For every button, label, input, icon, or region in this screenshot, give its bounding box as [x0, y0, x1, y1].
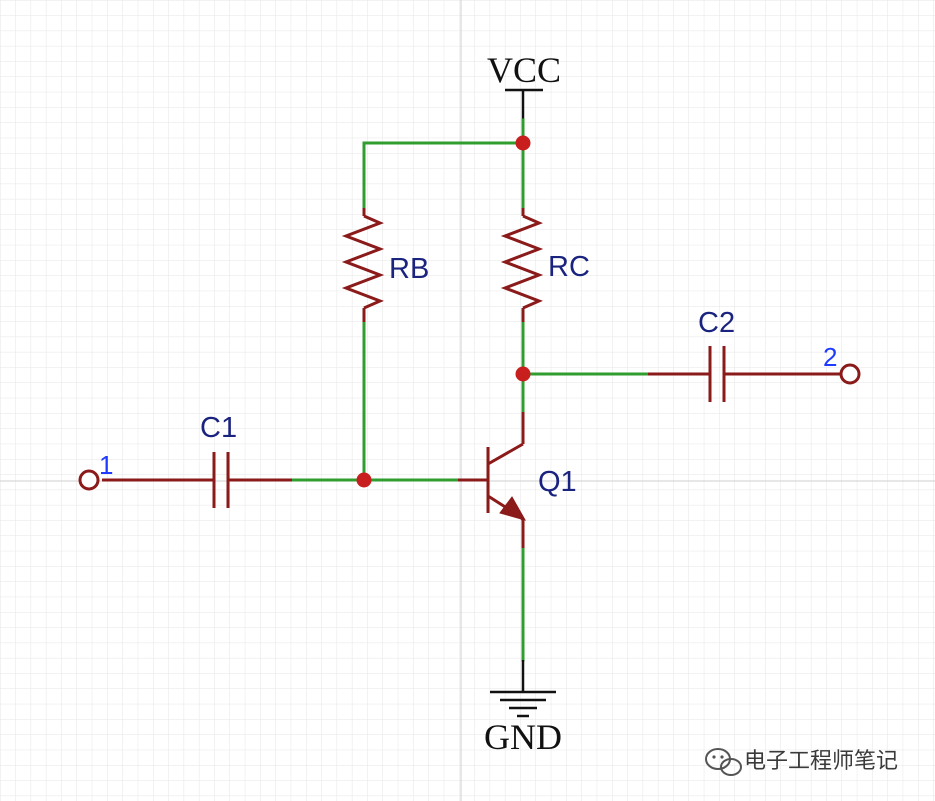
capacitor-c1[interactable]: C1	[102, 412, 292, 508]
watermark-text: 电子工程师笔记	[744, 749, 898, 774]
output-port[interactable]: 2	[823, 342, 861, 385]
wires	[290, 118, 650, 662]
c2-label: C2	[698, 307, 735, 339]
vcc-label: VCC	[487, 50, 561, 90]
junctions	[356, 135, 531, 488]
resistor-rb[interactable]: RB	[341, 208, 429, 322]
rc-label: RC	[548, 251, 590, 283]
vcc-power-port[interactable]: VCC	[487, 50, 561, 120]
rb-label: RB	[389, 253, 429, 285]
input-port-label: 1	[99, 450, 113, 480]
input-port-icon	[78, 469, 100, 491]
wechat-icon	[705, 748, 742, 776]
junction-base	[356, 472, 372, 488]
output-port-icon	[839, 363, 861, 385]
transistor-q1[interactable]: Q1	[458, 412, 577, 548]
junction-collector	[515, 366, 531, 382]
capacitor-c2[interactable]: C2	[648, 307, 840, 402]
resistor-rc[interactable]: RC	[500, 208, 590, 322]
gnd-power-port[interactable]: GND	[484, 660, 562, 757]
emitter-arrow-icon	[499, 496, 527, 521]
watermark: 电子工程师笔记	[705, 748, 898, 776]
gnd-label: GND	[484, 717, 562, 757]
c1-label: C1	[200, 412, 237, 444]
input-port[interactable]: 1	[78, 450, 113, 491]
junction-vcc	[515, 135, 531, 151]
q1-label: Q1	[538, 466, 577, 498]
output-port-label: 2	[823, 342, 837, 372]
